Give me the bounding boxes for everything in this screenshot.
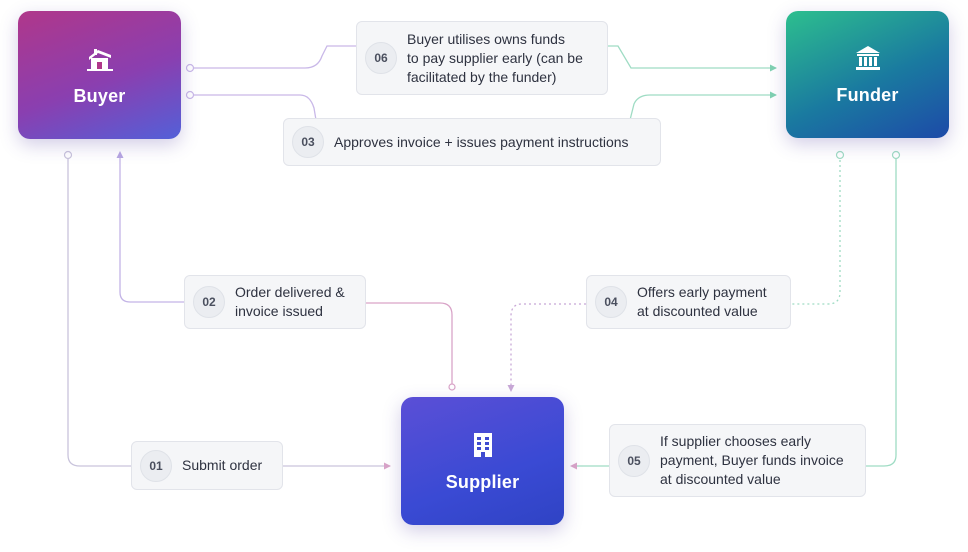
connector-05 <box>574 155 897 467</box>
buyer-node: Buyer <box>18 11 181 139</box>
step-04: 04 Offers early payment at discounted va… <box>586 275 791 329</box>
step-03: 03 Approves invoice + issues payment ins… <box>283 118 661 166</box>
endpoint-dot <box>185 63 195 73</box>
endpoint-dot <box>448 383 456 391</box>
arrowhead-01 <box>384 462 391 470</box>
step-number: 06 <box>365 42 397 74</box>
arrowhead-04 <box>507 385 515 392</box>
arrowhead-03 <box>770 91 777 99</box>
connector-06-in <box>190 45 357 69</box>
connector-06-out <box>608 45 776 69</box>
funder-node: Funder <box>786 11 949 138</box>
building-icon <box>473 432 492 457</box>
step-text: Approves invoice + issues payment instru… <box>334 133 629 150</box>
connector-03-in <box>190 94 317 121</box>
step-number: 04 <box>595 286 627 318</box>
connector-04-in <box>792 155 841 305</box>
bank-icon <box>855 46 880 70</box>
connector-02-up <box>119 153 184 303</box>
step-01: 01 Submit order <box>131 441 283 490</box>
step-number: 03 <box>292 126 324 158</box>
arrowhead-05 <box>570 462 577 470</box>
step-text: Submit order <box>182 457 263 473</box>
endpoint-dot <box>185 90 195 100</box>
step-number: 01 <box>140 449 172 482</box>
endpoint-dot <box>63 150 73 160</box>
buyer-label: Buyer <box>73 85 126 106</box>
step-02: 02 Order delivered & invoice issued <box>184 275 366 329</box>
step-text: If supplier chooses early payment, Buyer… <box>660 433 844 487</box>
step-text: Buyer utilises owns funds to pay supplie… <box>407 30 583 85</box>
step-05: 05 If supplier chooses early payment, Bu… <box>609 424 866 497</box>
house-icon <box>86 48 113 71</box>
step-number: 02 <box>193 286 225 318</box>
connector-03-out <box>629 94 776 121</box>
connector-02-down <box>366 302 453 388</box>
connector-01 <box>67 155 390 467</box>
endpoint-dot <box>891 150 901 160</box>
supplier-label: Supplier <box>445 471 520 492</box>
step-text: Offers early payment at discounted value <box>637 284 767 319</box>
step-number: 05 <box>618 444 650 477</box>
funder-label: Funder <box>836 85 899 105</box>
step-text: Order delivered & invoice issued <box>235 284 345 319</box>
step-06: 06 Buyer utilises owns funds to pay supp… <box>356 21 608 95</box>
arrowhead-06 <box>770 64 777 72</box>
connector-04-out <box>510 303 586 390</box>
arrowhead-02 <box>116 151 124 158</box>
supplier-node: Supplier <box>401 397 564 525</box>
endpoint-dot <box>835 150 845 160</box>
